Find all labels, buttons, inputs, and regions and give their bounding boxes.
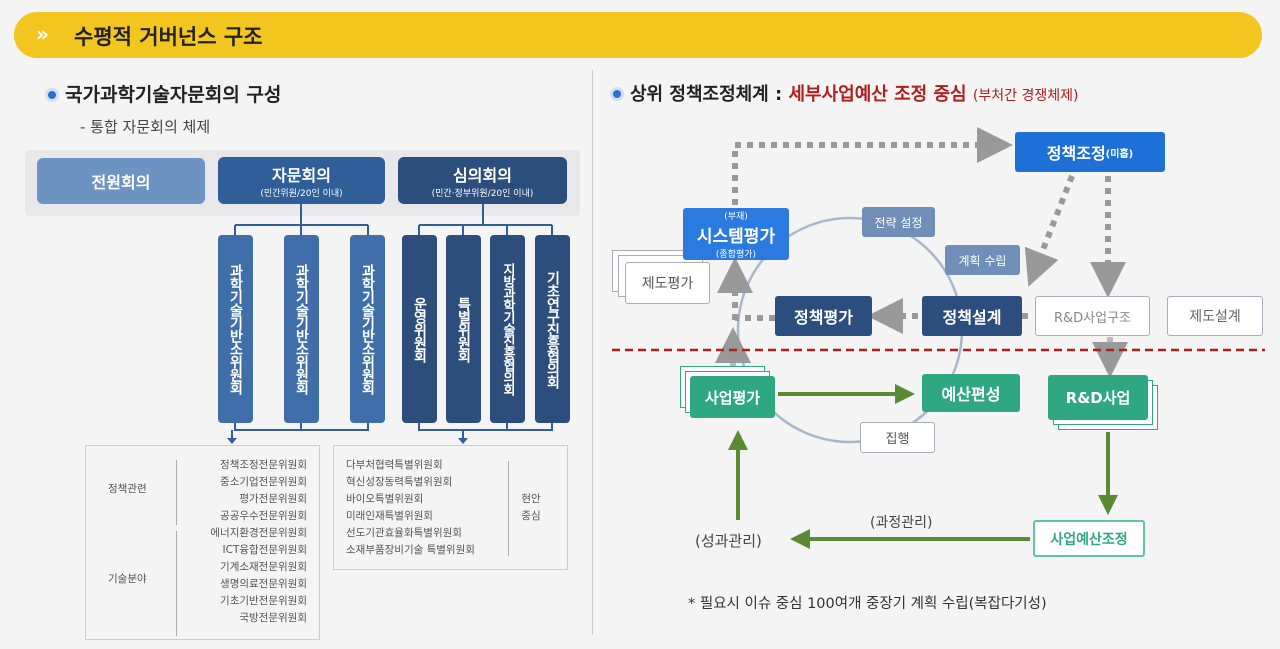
list-item: ICT융합전문위원회 (222, 544, 307, 556)
advisory-box: 자문회의 (민간위원/20인 이내) (218, 157, 385, 204)
list-item: 다부처협력특별위원회 (346, 459, 443, 471)
planning-box: 계획 수립 (945, 245, 1020, 275)
list-item: 미래인재특별위원회 (346, 510, 433, 522)
footnote: * 필요시 이슈 중심 100여개 중장기 계획 수립(복잡다기성) (688, 596, 1047, 612)
subcommittee-bar: 과학기술기반소위원회 (218, 235, 253, 423)
title-prefix: 상위 정책조정체계 : (630, 84, 789, 105)
policy-design-box: 정책설계 (922, 296, 1022, 336)
list-item: 공공우수전문위원회 (220, 510, 307, 522)
list-item: 생명의료전문위원회 (220, 578, 307, 590)
committee-bar: 기초연구진흥협의회 (535, 235, 570, 423)
left-section-title: 국가과학기술자문회의 구성 (45, 80, 281, 107)
group-label: 기술분야 (108, 573, 147, 585)
policy-coord-note: (미흡) (1105, 148, 1134, 160)
subcommittee-bar: 과학기술기반소위원회 (350, 235, 385, 423)
title-suffix: (부처간 경쟁체제) (972, 88, 1079, 104)
policy-coord-label: 정책조정 (1046, 144, 1106, 163)
institution-eval-box: 제도평가 (625, 262, 710, 304)
subcommittee-bar: 과학기술기반소위원회 (284, 235, 319, 423)
process-mgmt-label: (과정관리) (870, 515, 933, 531)
list-item: 국방전문위원회 (239, 612, 307, 624)
plenary-box: 전원회의 (37, 158, 205, 204)
special-label: 현안 중심 (521, 493, 541, 522)
right-section-title: 상위 정책조정체계 : 세부사업예산 조정 중심 (부처간 경쟁체제) (610, 80, 1078, 106)
left-title-text: 국가과학기술자문회의 구성 (65, 84, 282, 106)
bracket (176, 531, 181, 636)
project-eval-box: 사업평가 (690, 376, 775, 418)
expert-committees-box: 정책관련 기술분야 정책조정전문위원회 중소기업전문위원회 평가전문위원회 공공… (85, 445, 320, 640)
system-eval-sub: (종합평가) (715, 249, 757, 260)
list-item: 바이오특별위원회 (346, 493, 424, 505)
committee-bar: 특별위원회 (446, 235, 481, 423)
plenary-label: 전원회의 (91, 173, 151, 192)
special-list: 다부처협력특별위원회 혁신성장동력특별위원회 바이오특별위원회 미래인재특별위원… (346, 457, 475, 559)
budget-adjust-box: 사업예산조정 (1033, 520, 1145, 557)
list-item: 기계소재전문위원회 (220, 561, 307, 573)
list-item: 혁신성장동력특별위원회 (346, 476, 453, 488)
deliberation-box: 심의회의 (민간·정부위원/20인 이내) (398, 157, 567, 204)
policy-coord-box: 정책조정(미흡) (1015, 132, 1165, 172)
rnd-structure-box: R&D사업구조 (1035, 296, 1150, 336)
header-bar: » 수평적 거버넌스 구조 (14, 12, 1262, 58)
committee-bar: 운영위원회 (402, 235, 437, 423)
strategy-box: 전략 설정 (862, 207, 935, 237)
bullet-icon (610, 87, 624, 101)
system-eval-box: (부재) 시스템평가 (종합평가) (683, 208, 789, 260)
bracket (504, 461, 509, 556)
execution-box: 집행 (860, 422, 935, 453)
deliberation-sub: (민간·정부위원/20인 이내) (431, 189, 534, 199)
divider (592, 70, 593, 635)
committee-bar: 지방과학기술진흥협의회 (490, 235, 525, 423)
expert-list: 정책조정전문위원회 중소기업전문위원회 평가전문위원회 공공우수전문위원회 에너… (210, 457, 307, 627)
left-connectors (227, 204, 553, 444)
policy-eval-box: 정책평가 (775, 296, 872, 336)
list-item: 중소기업전문위원회 (220, 476, 307, 488)
list-item: 정책조정전문위원회 (220, 459, 307, 471)
list-item: 기초기반전문위원회 (220, 595, 307, 607)
institution-design-box: 제도설계 (1167, 296, 1263, 336)
title-highlight: 세부사업예산 조정 중심 (788, 84, 967, 105)
left-subtitle: - 통합 자문회의 체제 (80, 118, 211, 136)
system-eval-top: (부재) (724, 211, 748, 222)
bullet-icon (45, 88, 59, 102)
list-item: 소재부품장비기술 특별위원회 (346, 544, 475, 556)
double-chevron-right-icon: » (36, 22, 49, 46)
system-eval-label: 시스템평가 (696, 226, 776, 247)
list-item: 평가전문위원회 (239, 493, 307, 505)
deliberation-label: 심의회의 (453, 166, 512, 185)
rnd-project-box: R&D사업 (1048, 375, 1148, 420)
list-item: 에너지환경전문위원회 (210, 527, 307, 539)
group-label: 정책관련 (108, 483, 147, 495)
bracket (176, 460, 181, 525)
advisory-label: 자문회의 (272, 166, 331, 185)
page-title: 수평적 거버넌스 구조 (74, 25, 263, 49)
advisory-sub: (민간위원/20인 이내) (260, 189, 343, 199)
list-item: 선도기관효율화특별위원회 (346, 527, 462, 539)
special-committees-box: 다부처협력특별위원회 혁신성장동력특별위원회 바이오특별위원회 미래인재특별위원… (333, 445, 568, 570)
performance-mgmt-label: (성과관리) (695, 532, 762, 550)
budgeting-box: 예산편성 (922, 374, 1020, 412)
